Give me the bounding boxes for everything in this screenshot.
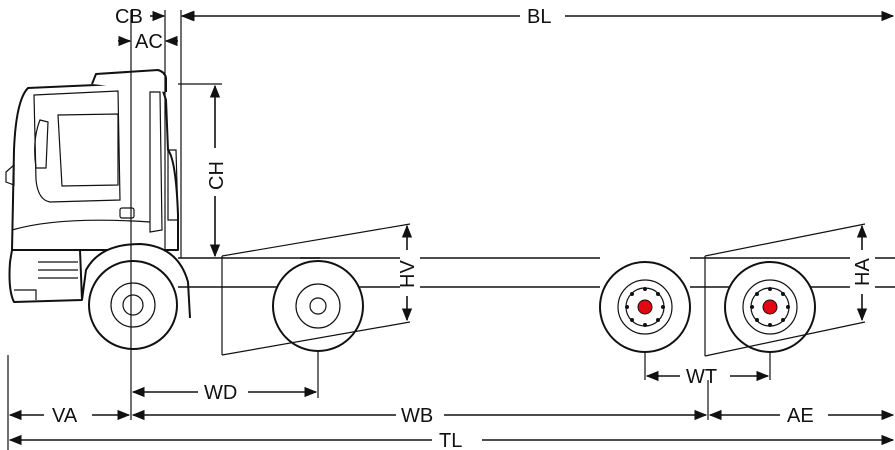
label-hv: HV (397, 260, 419, 288)
label-wt: WT (686, 366, 717, 388)
ha-projection-lines (704, 223, 866, 357)
label-ac: AC (135, 31, 163, 53)
dimension-ac: AC (118, 31, 178, 53)
label-ha: HA (852, 258, 874, 286)
rear-wheel-1 (599, 261, 691, 353)
hv-projection-lines (221, 223, 411, 356)
front-wheel (88, 260, 178, 350)
rear-wheel-2 (724, 261, 816, 353)
dimension-ae: AE (708, 405, 895, 427)
dimension-cb: CB (115, 6, 195, 28)
label-va: VA (52, 405, 78, 427)
label-bl: BL (527, 6, 551, 28)
reference-lines (7, 10, 771, 450)
dimension-wb: WB (131, 405, 708, 427)
hub-red-2 (762, 299, 778, 315)
label-ch: CH (206, 161, 228, 190)
hub-red-1 (637, 299, 653, 315)
dimension-wt: WT (645, 366, 770, 388)
dimension-va: VA (8, 405, 131, 427)
dimension-ha: HA (852, 224, 874, 322)
label-wb: WB (401, 405, 433, 427)
dimension-ch: CH (178, 83, 228, 258)
dimension-wd: WD (131, 382, 318, 404)
second-front-wheel (272, 260, 364, 352)
label-ae: AE (787, 405, 814, 427)
dimension-hv: HV (397, 224, 419, 322)
dimension-tl: TL (8, 430, 895, 450)
label-cb: CB (115, 6, 143, 28)
label-wd: WD (204, 382, 237, 404)
dimension-bl: BL (181, 6, 895, 28)
label-tl: TL (439, 430, 462, 450)
